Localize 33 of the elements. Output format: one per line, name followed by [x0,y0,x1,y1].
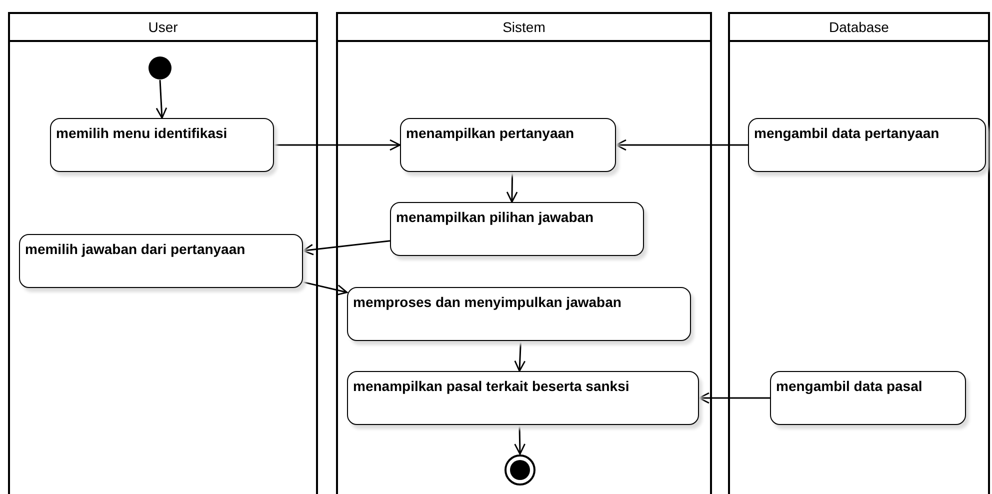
end-node [504,454,536,486]
activity-label: memilih menu identifikasi [56,125,228,141]
arrow [302,240,390,256]
lane-title: Database [829,19,889,35]
start-node [148,56,172,80]
lane-title: Sistem [502,19,546,35]
activity-label: menampilkan pasal terkait beserta sanksi [353,378,630,394]
activity-label: mengambil data pasal [776,378,922,394]
activity-box [748,118,986,172]
lane-title: User [148,19,178,35]
activity-box [347,287,691,341]
swimlane [728,12,990,494]
arrow [514,424,526,455]
arrow [302,281,348,296]
activity-box [390,202,644,256]
activity-box [770,371,966,425]
activity-label: menampilkan pertanyaan [406,125,574,141]
activity-label: memproses dan menyimpulkan jawaban [353,294,622,310]
activity-box [19,234,303,288]
activity-label: menampilkan pilihan jawaban [396,209,594,225]
swimlane [336,12,712,494]
activity-label: memilih jawaban dari pertanyaan [25,241,246,257]
arrow [156,80,168,119]
arrow [274,139,401,151]
arrow [698,392,770,404]
arrow [615,139,748,151]
arrow [506,172,518,203]
activity-box [400,118,616,172]
activity-box [347,371,699,425]
swimlane [8,12,318,494]
activity-label: mengambil data pertanyaan [754,125,940,141]
arrow [514,340,526,372]
activity-box [50,118,274,172]
